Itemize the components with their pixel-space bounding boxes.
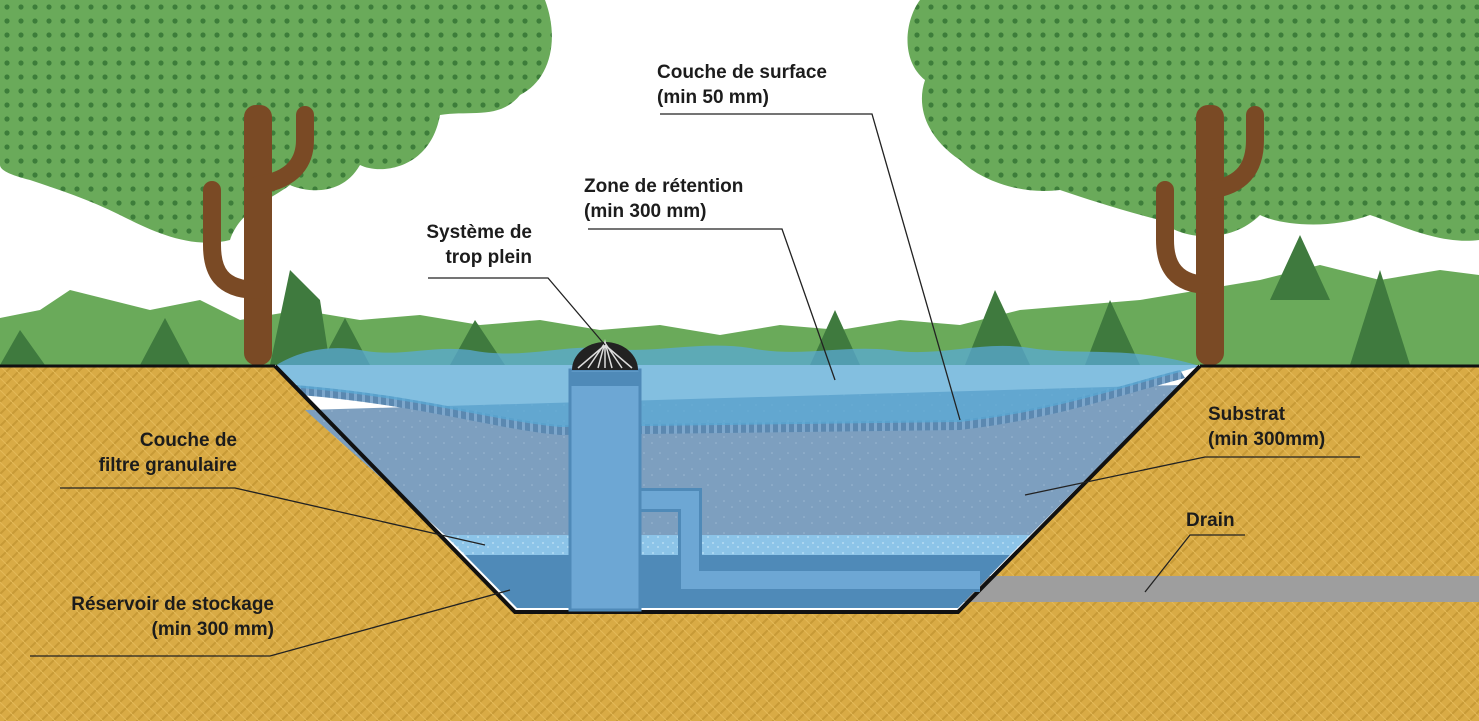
drain-label: Drain bbox=[1186, 508, 1235, 533]
overflow-system-label-line1: Système de bbox=[426, 222, 532, 243]
overflow-system-label: Système de trop plein bbox=[426, 220, 532, 270]
storage-reservoir-label: Réservoir de stockage (min 300 mm) bbox=[71, 592, 274, 642]
storage-reservoir-label-line2: (min 300 mm) bbox=[151, 619, 274, 640]
granular-filter-layer bbox=[445, 535, 1030, 555]
storage-reservoir-label-line1: Réservoir de stockage bbox=[71, 594, 274, 615]
surface-layer-label: Couche de surface (min 50 mm) bbox=[657, 60, 827, 110]
retention-water bbox=[275, 345, 1200, 427]
background-shrubs bbox=[0, 235, 1479, 365]
surface-layer-label-line1: Couche de surface bbox=[657, 62, 827, 83]
retention-zone-label-line1: Zone de rétention bbox=[584, 176, 744, 197]
granular-filter-label-line2: filtre granulaire bbox=[98, 455, 237, 476]
overflow-system-label-line2: trop plein bbox=[445, 247, 532, 268]
drain-label-line1: Drain bbox=[1186, 510, 1235, 531]
leader-lines bbox=[30, 113, 1360, 657]
tree-left bbox=[0, 0, 552, 365]
tree-right bbox=[907, 0, 1479, 365]
overflow-pipe bbox=[568, 339, 980, 612]
retention-zone-label-line2: (min 300 mm) bbox=[584, 201, 707, 222]
substrate-label-line1: Substrat bbox=[1208, 404, 1286, 425]
granular-filter-label: Couche de filtre granulaire bbox=[99, 428, 237, 478]
soil bbox=[0, 366, 1479, 721]
drain-pipe bbox=[960, 576, 1479, 602]
substrate-label: Substrat (min 300mm) bbox=[1208, 402, 1325, 452]
surface-layer-label-line2: (min 50 mm) bbox=[657, 87, 769, 108]
granular-filter-label-line1: Couche de bbox=[139, 430, 237, 451]
substrate-label-line2: (min 300mm) bbox=[1208, 429, 1326, 450]
retention-zone-label: Zone de rétention (min 300 mm) bbox=[584, 174, 743, 224]
